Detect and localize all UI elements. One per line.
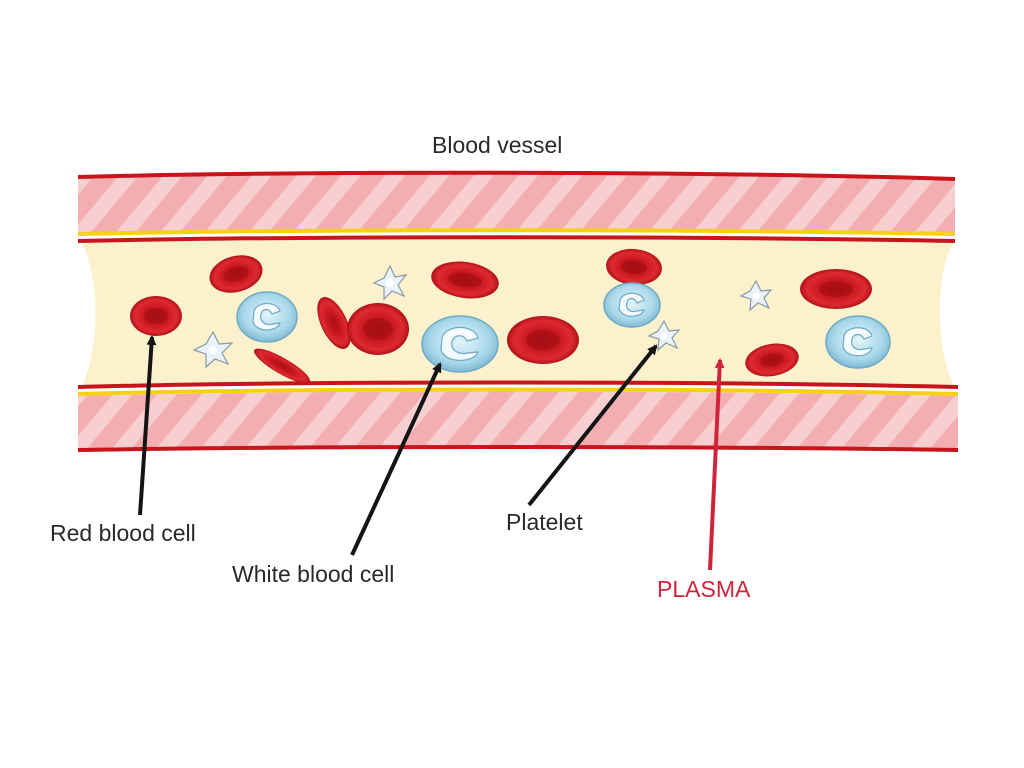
arrow-white-blood-cell: [350, 362, 442, 556]
platelet: [372, 264, 408, 301]
platelet: [647, 319, 681, 352]
white-blood-cell: [603, 282, 661, 328]
vessel-wall-top: [77, 170, 956, 243]
label-red-blood-cell: Red blood cell: [50, 520, 196, 546]
platelet: [739, 279, 773, 312]
pointer-arrows: [138, 335, 725, 571]
red-blood-cell: [254, 348, 310, 384]
label-platelet: Platelet: [506, 509, 583, 535]
red-blood-cells: [130, 248, 872, 384]
plasma-lumen: [82, 237, 955, 388]
label-white-blood-cell: White blood cell: [232, 561, 395, 587]
red-blood-cell: [347, 303, 409, 355]
white-blood-cell: [236, 291, 298, 343]
red-blood-cell: [130, 296, 182, 336]
white-blood-cells: [236, 282, 891, 373]
red-blood-cell: [507, 316, 579, 364]
diagram-title: Blood vessel: [432, 132, 563, 158]
red-blood-cell: [209, 255, 263, 293]
platelets: [192, 264, 773, 369]
platelet: [192, 330, 234, 369]
red-blood-cell: [317, 297, 351, 349]
arrow-platelet: [527, 344, 658, 507]
red-blood-cell: [800, 269, 872, 309]
vessel-wall-bottom: [77, 380, 959, 452]
label-plasma: PLASMA: [657, 576, 751, 602]
red-blood-cell: [745, 343, 799, 377]
arrow-plasma: [708, 358, 725, 571]
arrow-red-blood-cell: [138, 335, 157, 516]
red-blood-cell: [431, 261, 499, 299]
white-blood-cell: [825, 315, 891, 369]
white-blood-cell: [421, 315, 499, 373]
red-blood-cell: [606, 248, 662, 286]
